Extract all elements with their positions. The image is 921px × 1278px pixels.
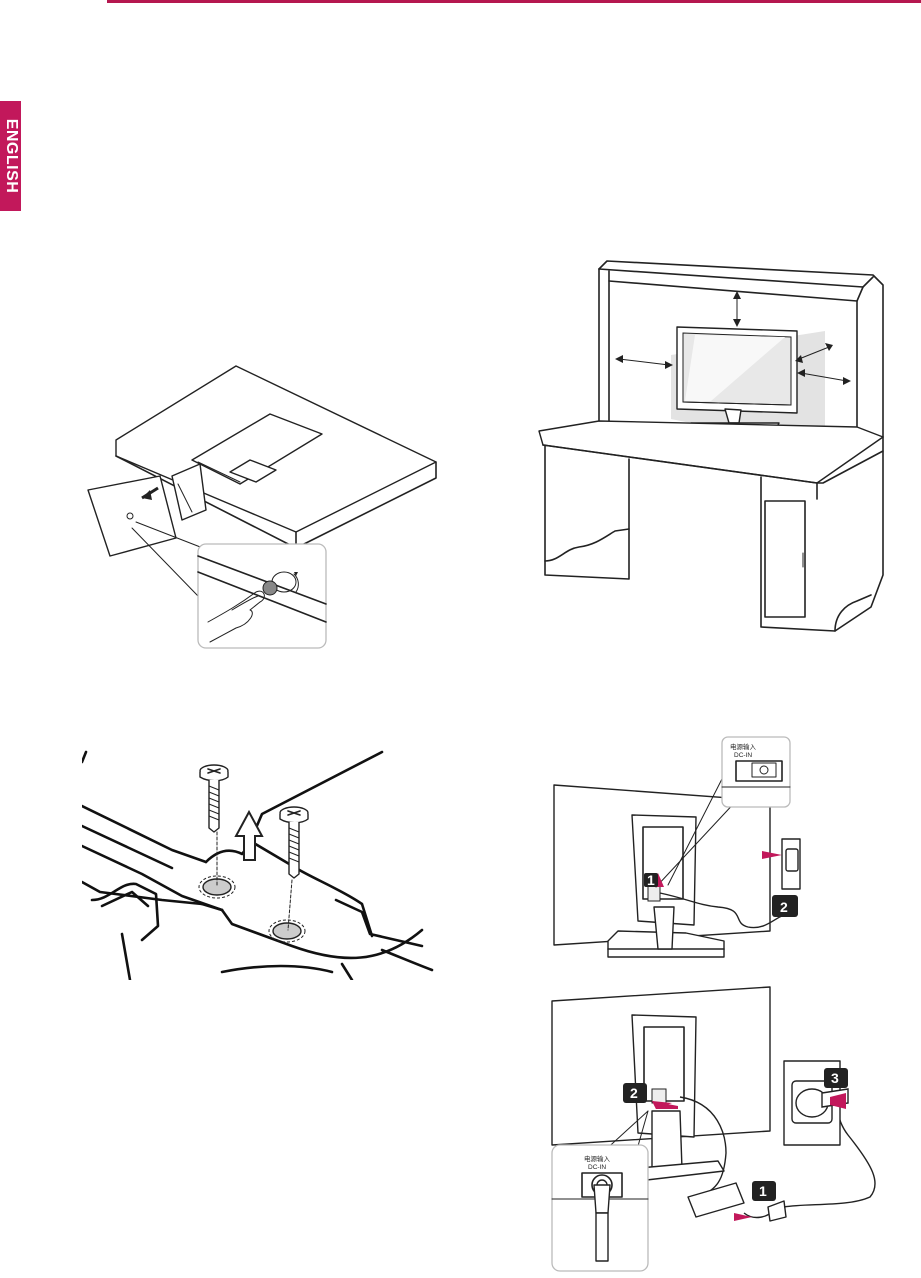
figure-monitor-on-desk — [535, 255, 890, 635]
figure-screws — [82, 750, 434, 980]
dc-in-label-cn: 电源输入 — [730, 742, 757, 751]
figure-stand-base-removal — [80, 360, 450, 655]
step-badge-1b-label: 1 — [759, 1183, 767, 1199]
figure-power-connection-top: 电源输入 DC-IN 1 2 — [548, 735, 803, 970]
language-tab-label: ENGLISH — [2, 119, 20, 194]
figure-power-connection-bottom: 3 2 1 电源输入 DC-IN — [548, 985, 888, 1275]
step-badge-2b-label: 2 — [630, 1085, 638, 1101]
dc-in-label-b: DC-IN — [588, 1164, 606, 1171]
header-rule — [107, 0, 921, 3]
language-tab: ENGLISH — [0, 101, 21, 211]
dc-in-label: DC-IN — [734, 752, 752, 759]
step-badge-3-label: 3 — [831, 1070, 839, 1086]
step-badge-1-label: 1 — [647, 872, 655, 888]
dc-in-label-cn-b: 电源输入 — [584, 1154, 611, 1163]
step-badge-2-label: 2 — [780, 899, 788, 915]
